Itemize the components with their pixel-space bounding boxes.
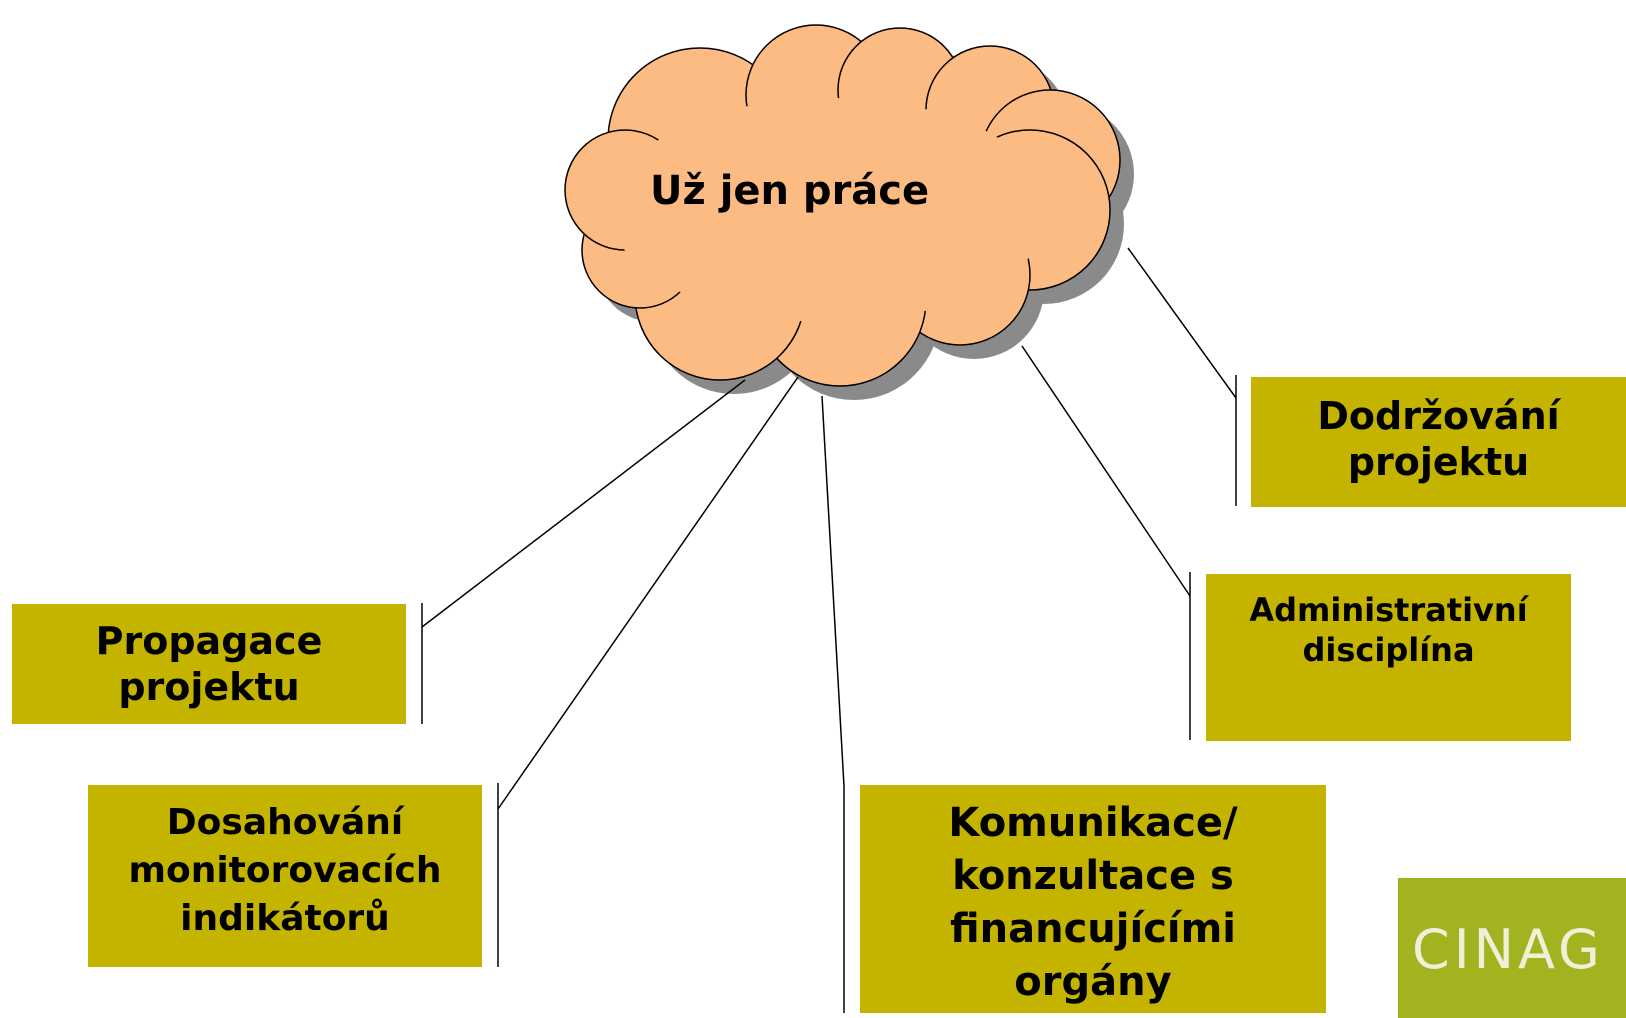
box-line: Propagace <box>95 619 323 663</box>
box-line: Dosahování <box>166 802 404 843</box>
cloud-title: Už jen práce <box>650 168 930 214</box>
box-dosahovani-indikatoru: Dosahování monitorovacích indikátorů <box>88 785 482 967</box>
box-line: disciplína <box>1302 631 1475 669</box>
box-line: monitorovacích <box>128 850 442 891</box>
cloud-fill <box>610 98 1050 322</box>
box-line: Administrativní <box>1249 591 1528 629</box>
box-line: projektu <box>1347 440 1530 484</box>
logo-text: CINAG <box>1412 918 1604 981</box>
box-propagace-projektu: Propagace projektu <box>12 604 406 724</box>
box-line: indikátorů <box>180 898 390 939</box>
box-administrativni-disciplina: Administrativní disciplína <box>1206 574 1571 741</box>
box-line: projektu <box>118 665 300 709</box>
connectors <box>421 247 1237 1013</box>
box-line: financujícími <box>949 906 1236 952</box>
box-line: Komunikace/ <box>948 800 1238 846</box>
box-line: konzultace s <box>952 853 1234 899</box>
cinag-logo: CINAG <box>1398 878 1626 1018</box>
box-line: orgány <box>1014 959 1172 1005</box>
box-komunikace-konzultace: Komunikace/ konzultace s financujícími o… <box>860 785 1326 1013</box>
box-line: Dodržování <box>1317 394 1560 438</box>
box-dodrzovani-projektu: Dodržování projektu <box>1251 377 1626 507</box>
